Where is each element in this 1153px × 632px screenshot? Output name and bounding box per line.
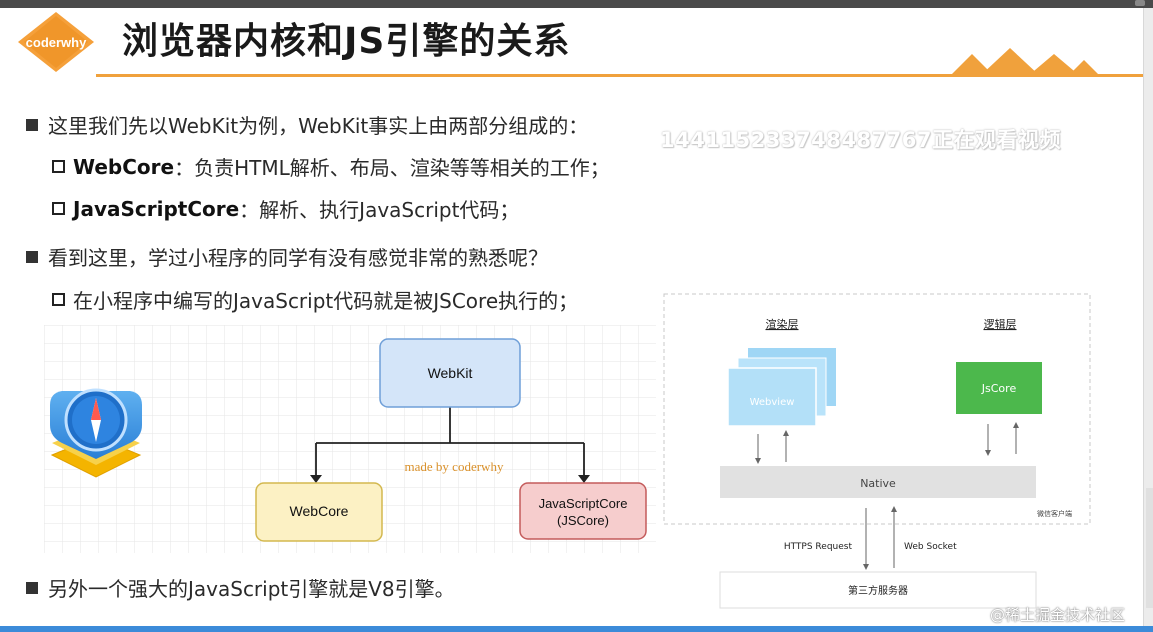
coderwhy-logo: coderwhy (18, 12, 94, 72)
bullet-mini-program: 看到这里，学过小程序的同学有没有感觉非常的熟悉呢？ (26, 242, 548, 271)
node-jscore-line1: JavaScriptCore (539, 496, 628, 511)
term-javascriptcore: JavaScriptCore (73, 196, 240, 221)
label-logic-layer: 逻辑层 (984, 317, 1017, 331)
label-webview: Webview (750, 397, 795, 408)
webkit-diagram: WebKit made by coderwhy WebCore JavaScri… (44, 325, 656, 553)
desc-javascriptcore: ：解析、执行JavaScript代码； (239, 198, 520, 222)
side-scrollbar[interactable] (1143, 8, 1153, 628)
square-bullet-icon (26, 250, 38, 263)
hollow-square-bullet-icon (52, 160, 65, 173)
sub-bullet-jscore: JavaScriptCore ：解析、执行JavaScript代码； (52, 194, 519, 223)
logo-text: coderwhy (26, 35, 87, 50)
title-underline (96, 74, 1146, 77)
sub-bullet-webcore: WebCore ：负责HTML解析、布局、渲染等等相关的工作； (52, 152, 610, 181)
scroll-thumb[interactable] (1146, 488, 1153, 608)
hollow-square-bullet-icon (52, 293, 65, 306)
label-https-request: HTTPS Request (784, 542, 853, 552)
node-jscore-line2: (JSCore) (557, 513, 609, 528)
label-third-party-server: 第三方服务器 (848, 584, 908, 597)
mountain-decoration (950, 48, 1100, 76)
bullet-text: 另外一个强大的JavaScript引擎就是V8引擎。 (48, 577, 455, 601)
term-webcore: WebCore (73, 154, 175, 179)
sub-bullet-jscore-exec: 在小程序中编写的JavaScript代码就是被JSCore执行的； (52, 285, 578, 314)
webkit-logo-icon (50, 388, 142, 478)
site-watermark: @稀土掘金技术社区 (990, 606, 1126, 624)
window-top-strip (0, 0, 1153, 8)
square-bullet-icon (26, 581, 38, 594)
page-title: 浏览器内核和JS引擎的关系 (122, 21, 571, 62)
label-render-layer: 渲染层 (766, 317, 799, 331)
hollow-square-bullet-icon (52, 202, 65, 215)
viewer-watermark: 1441152337484877​67正在观看视频 (660, 128, 1062, 152)
label-native: Native (860, 477, 896, 490)
label-wechat-client: 微信客户端 (1037, 509, 1072, 518)
miniprogram-architecture-diagram: 渲染层 逻辑层 Webview JsCore Native 微信客户端 HTTP… (663, 293, 1091, 609)
square-bullet-icon (26, 118, 38, 131)
bullet-text: 看到这里，学过小程序的同学有没有感觉非常的熟悉呢？ (48, 246, 548, 270)
label-jscore: JsCore (981, 382, 1017, 395)
bullet-webkit-composition: 这里我们先以WebKit为例，WebKit事实上由两部分组成的： (26, 110, 588, 139)
node-webcore: WebCore (290, 503, 349, 519)
diagram-credit: made by coderwhy (405, 459, 504, 474)
bullet-v8: 另外一个强大的JavaScript引擎就是V8引擎。 (26, 573, 455, 602)
desc-webcore: ：负责HTML解析、布局、渲染等等相关的工作； (174, 156, 610, 180)
bullet-text: 在小程序中编写的JavaScript代码就是被JSCore执行的； (73, 289, 579, 313)
node-webkit: WebKit (428, 365, 473, 381)
label-web-socket: Web Socket (904, 542, 957, 552)
bottom-progress-bar (0, 626, 1153, 632)
window-indicator (1135, 0, 1145, 6)
bullet-text: 这里我们先以WebKit为例，WebKit事实上由两部分组成的： (48, 114, 589, 138)
